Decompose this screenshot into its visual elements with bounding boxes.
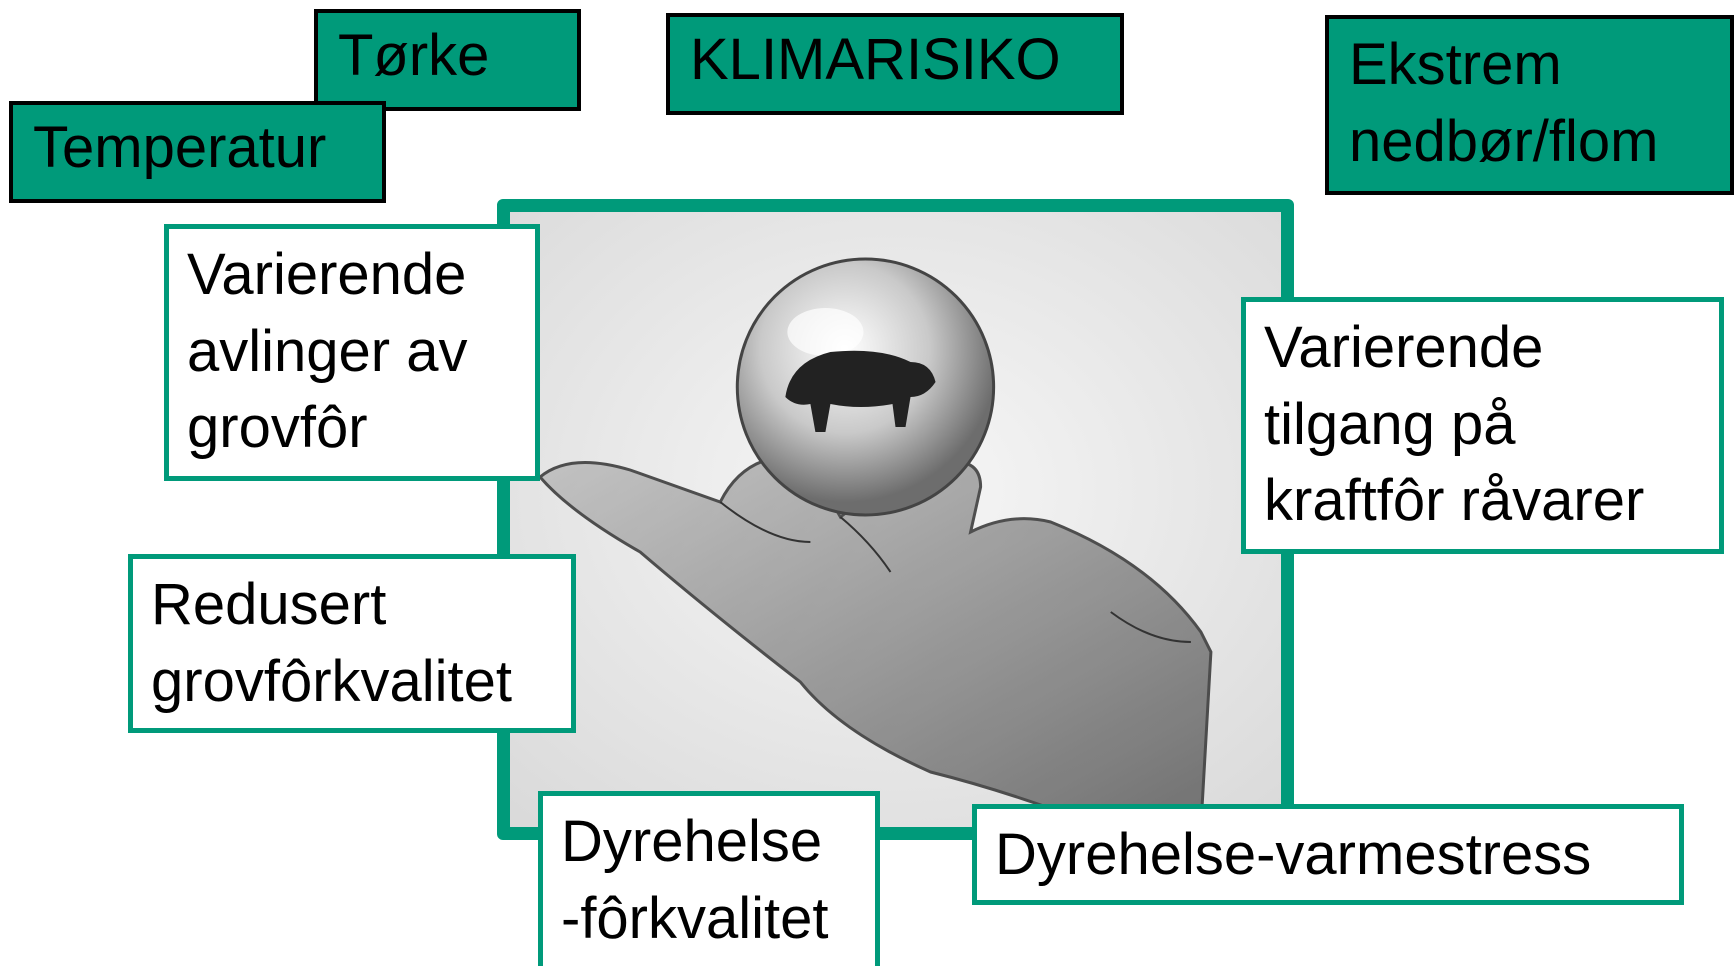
impact-avlinger-line-1: Varierende xyxy=(187,237,517,314)
hand-crystal-ball-sketch xyxy=(510,212,1281,827)
impact-avlinger-line-2: avlinger av xyxy=(187,314,517,391)
impact-dyrehelse-for-box: Dyrehelse -fôrkvalitet xyxy=(538,791,880,966)
driver-nedbor-line-1: Ekstrem xyxy=(1349,27,1710,104)
impact-dyrehelse-for-line-1: Dyrehelse xyxy=(561,804,857,881)
impact-dyrehelse-for-line-2: -fôrkvalitet xyxy=(561,881,857,958)
driver-torke-tag: Tørke xyxy=(314,9,581,111)
sketch-image-frame xyxy=(497,199,1294,840)
driver-temperatur-tag: Temperatur xyxy=(9,101,386,203)
impact-kraftfor-line-1: Varierende xyxy=(1264,310,1701,387)
driver-nedbor-line-2: nedbør/flom xyxy=(1349,104,1710,181)
driver-temperatur-label: Temperatur xyxy=(33,115,326,180)
title-tag: KLIMARISIKO xyxy=(666,13,1124,115)
impact-kraftfor-line-2: tilgang på xyxy=(1264,387,1701,464)
page-title: KLIMARISIKO xyxy=(690,27,1061,92)
impact-grovforkvalitet-line-1: Redusert xyxy=(151,567,553,644)
impact-grovforkvalitet-box: Redusert grovfôrkvalitet xyxy=(128,554,576,733)
impact-dyrehelse-varme-box: Dyrehelse-varmestress xyxy=(972,804,1684,905)
impact-kraftfor-line-3: kraftfôr råvarer xyxy=(1264,463,1701,540)
driver-torke-label: Tørke xyxy=(338,23,489,88)
driver-nedbor-tag: Ekstrem nedbør/flom xyxy=(1325,15,1734,195)
impact-dyrehelse-varme-label: Dyrehelse-varmestress xyxy=(995,822,1591,887)
impact-avlinger-box: Varierende avlinger av grovfôr xyxy=(164,224,540,481)
impact-grovforkvalitet-line-2: grovfôrkvalitet xyxy=(151,644,553,721)
impact-avlinger-line-3: grovfôr xyxy=(187,390,517,467)
impact-kraftfor-box: Varierende tilgang på kraftfôr råvarer xyxy=(1241,297,1724,554)
